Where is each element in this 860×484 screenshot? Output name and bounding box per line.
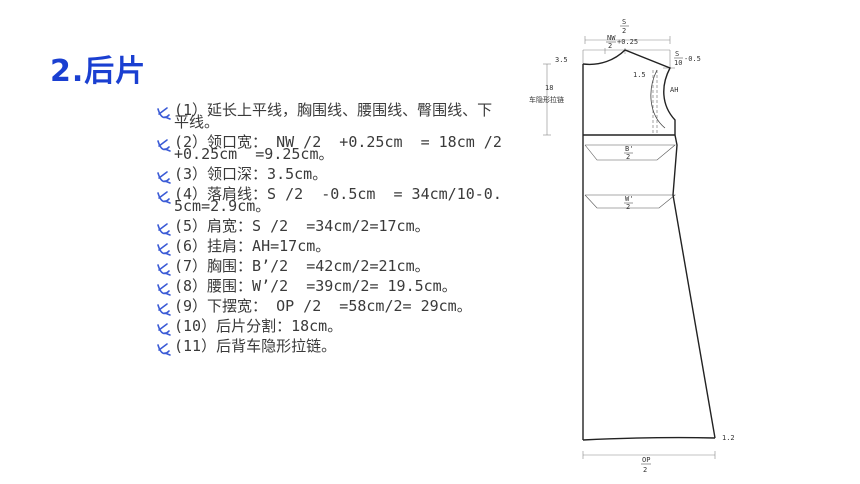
item-text: (10）后片分割：18cm。 [174, 317, 343, 335]
label-zipper: 车隐形拉链 [529, 95, 564, 104]
bullet-icon [157, 139, 171, 152]
label-nw-add: +0.25 [617, 38, 638, 46]
label-op-num: OP [642, 456, 650, 464]
bullet-icon [157, 243, 171, 256]
list-item: (2）领口宽： NW /2 +0.25cm = 18cm /2 +0.25cm … [156, 133, 520, 163]
list-item: (8）腰围：W’/2 =39cm/2= 19.5cm。 [156, 277, 506, 296]
item-text: (5）肩宽：S /2 =34cm/2=17cm。 [174, 217, 430, 235]
label-neck-depth: 3.5 [555, 56, 568, 64]
list-item: (5）肩宽：S /2 =34cm/2=17cm。 [156, 217, 506, 236]
list-item: (3）领口深：3.5cm。 [156, 165, 506, 184]
item-text: (1）延长上平线，胸围线、腰围线、臀围线、下平线。 [174, 101, 493, 131]
label-hem-rise: 1.2 [722, 434, 735, 442]
label-split: 18 [545, 84, 553, 92]
label-bust-num: B' [625, 145, 633, 153]
list-item: (9）下摆宽： OP /2 =58cm/2= 29cm。 [156, 297, 506, 316]
label-waist-num: W' [625, 195, 633, 203]
item-text: (8）腰围：W’/2 =39cm/2= 19.5cm。 [174, 277, 457, 295]
label-op-den: 2 [643, 466, 647, 474]
label-shoulder-sub: -0.5 [684, 55, 701, 63]
item-text: (7）胸围：B’/2 =42cm/2=21cm。 [174, 257, 430, 275]
label-nw-den: 2 [608, 42, 612, 50]
item-text: (11）后背车隐形拉链。 [174, 337, 337, 355]
item-text: (6）挂肩：AH=17cm。 [174, 237, 331, 255]
label-bust-den: 2 [626, 153, 630, 161]
slide-title: 2.后片 [50, 54, 147, 89]
list-item: (4）落肩线：S /2 -0.5cm = 34cm/10-0.5cm=2.9cm… [156, 185, 506, 215]
label-top-num: S [622, 18, 626, 26]
bullet-icon [157, 107, 171, 120]
bullet-icon [157, 223, 171, 236]
label-waist-den: 2 [626, 203, 630, 211]
bullet-icon [157, 283, 171, 296]
bullet-icon [157, 343, 171, 356]
label-slope: 1.5 [633, 71, 646, 79]
list-item: (10）后片分割：18cm。 [156, 317, 506, 336]
label-ah: AH [670, 86, 678, 94]
list-item: (7）胸围：B’/2 =42cm/2=21cm。 [156, 257, 506, 276]
back-panel-pattern-diagram: S 2 NW 2 +0.25 3.5 S 10 -0.5 1.5 AH 18 车… [529, 18, 735, 474]
list-item: (6）挂肩：AH=17cm。 [156, 237, 506, 256]
instruction-list: (1）延长上平线，胸围线、腰围线、臀围线、下平线。 (2）领口宽： NW /2 … [156, 101, 520, 360]
bullet-icon [157, 191, 171, 204]
item-text: (2）领口宽： NW /2 +0.25cm = 18cm /2 +0.25cm … [174, 133, 520, 163]
label-nw-num: NW [607, 34, 616, 42]
bullet-icon [157, 171, 171, 184]
list-item: (11）后背车隐形拉链。 [156, 337, 506, 356]
item-text: (4）落肩线：S /2 -0.5cm = 34cm/10-0.5cm=2.9cm… [174, 185, 502, 215]
label-shoulder-num: S [675, 50, 679, 58]
item-text: (3）领口深：3.5cm。 [174, 165, 328, 183]
label-top-den: 2 [622, 27, 626, 35]
bullet-icon [157, 263, 171, 276]
list-item: (1）延长上平线，胸围线、腰围线、臀围线、下平线。 [156, 101, 506, 131]
item-text: (9）下摆宽： OP /2 =58cm/2= 29cm。 [174, 297, 472, 315]
bullet-icon [157, 323, 171, 336]
label-shoulder-den: 10 [674, 59, 682, 67]
bullet-icon [157, 303, 171, 316]
